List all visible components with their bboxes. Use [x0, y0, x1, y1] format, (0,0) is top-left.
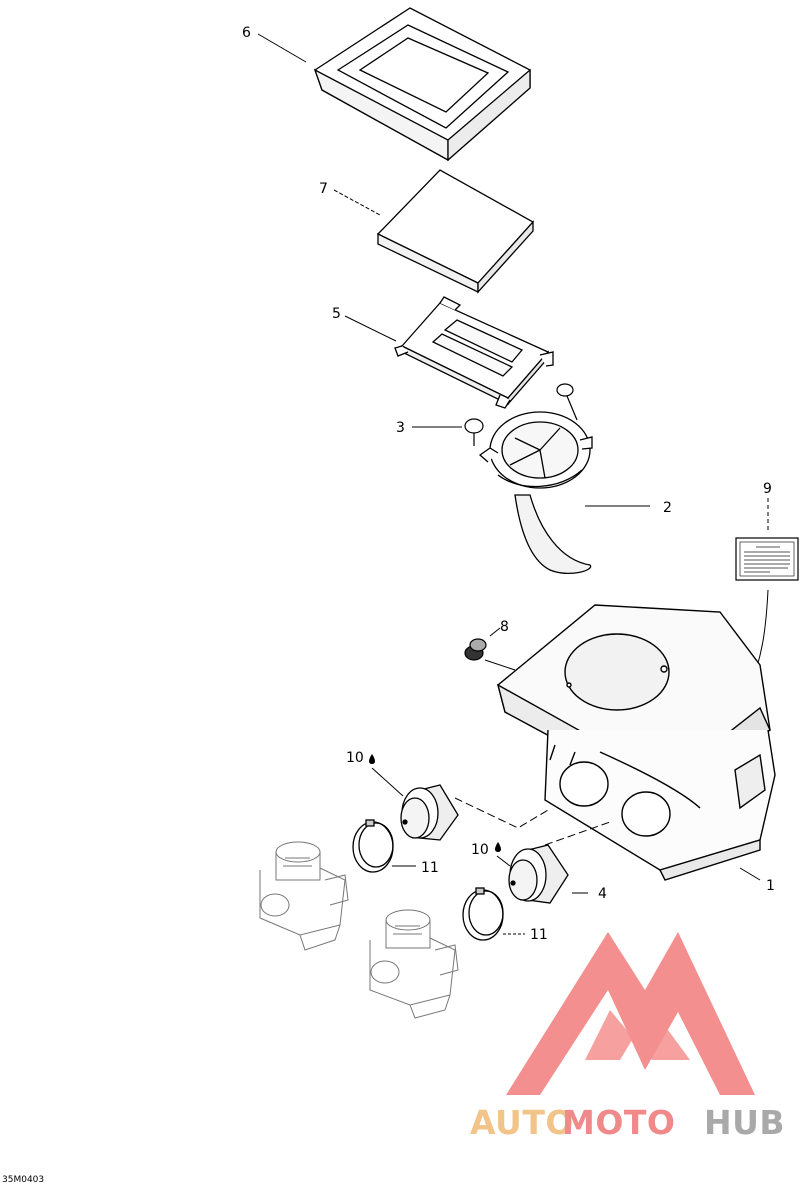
callout-5: 5: [332, 306, 341, 322]
part-10-adaptor-upper: [400, 784, 459, 841]
leader-line-10b: [496, 855, 511, 867]
leader-line-6: [257, 33, 307, 63]
carburetor-upper-ghost: [259, 841, 349, 951]
part-3-fasteners: [464, 383, 578, 446]
callout-7: 7: [319, 181, 328, 197]
leader-line-10a: [371, 767, 404, 797]
callout-6: 6: [242, 25, 251, 41]
part-10-adaptor-lower: [508, 844, 569, 904]
leader-line-8: [489, 627, 501, 637]
callout-9: 9: [763, 481, 772, 497]
oil-drop-icon: [369, 754, 501, 852]
leader-line-8b: [484, 659, 516, 671]
part-11-clamp-lower: [462, 887, 504, 941]
callout-3: 3: [396, 420, 405, 436]
watermark-part-moto: MOTO: [562, 1103, 675, 1142]
part-6-filter-frame: [313, 7, 531, 162]
callout-1: 1: [766, 878, 775, 894]
part-7-filter-element: [376, 169, 535, 294]
carburetor-lower-ghost: [369, 909, 459, 1019]
part-11-clamp-upper: [352, 819, 394, 873]
callout-2: 2: [663, 500, 672, 516]
watermark-logo: [506, 932, 755, 1095]
drawing-code: 35M0403: [2, 1175, 44, 1185]
watermark-part-hub: HUB: [704, 1103, 785, 1142]
callout-10-lower: 10: [471, 842, 489, 858]
callout-11-upper: 11: [421, 860, 439, 876]
callout-8: 8: [500, 619, 509, 635]
leader-line-5: [344, 315, 397, 342]
callout-10-upper: 10: [346, 750, 364, 766]
callout-11-lower: 11: [530, 927, 548, 943]
part-1-air-silencer-box: [496, 604, 776, 881]
part-2-intake-horn: [478, 411, 593, 574]
part-9-warning-label: [735, 537, 799, 581]
part-8-grommet: [464, 638, 487, 661]
watermark-part-auto: AUTO: [470, 1103, 574, 1142]
leader-line-7: [333, 189, 381, 216]
part-5-screen-plate: [394, 296, 554, 409]
leader-line-1: [739, 867, 761, 881]
callout-4: 4: [598, 886, 607, 902]
watermark-text: AUTO MOTO HUB: [470, 1103, 785, 1142]
